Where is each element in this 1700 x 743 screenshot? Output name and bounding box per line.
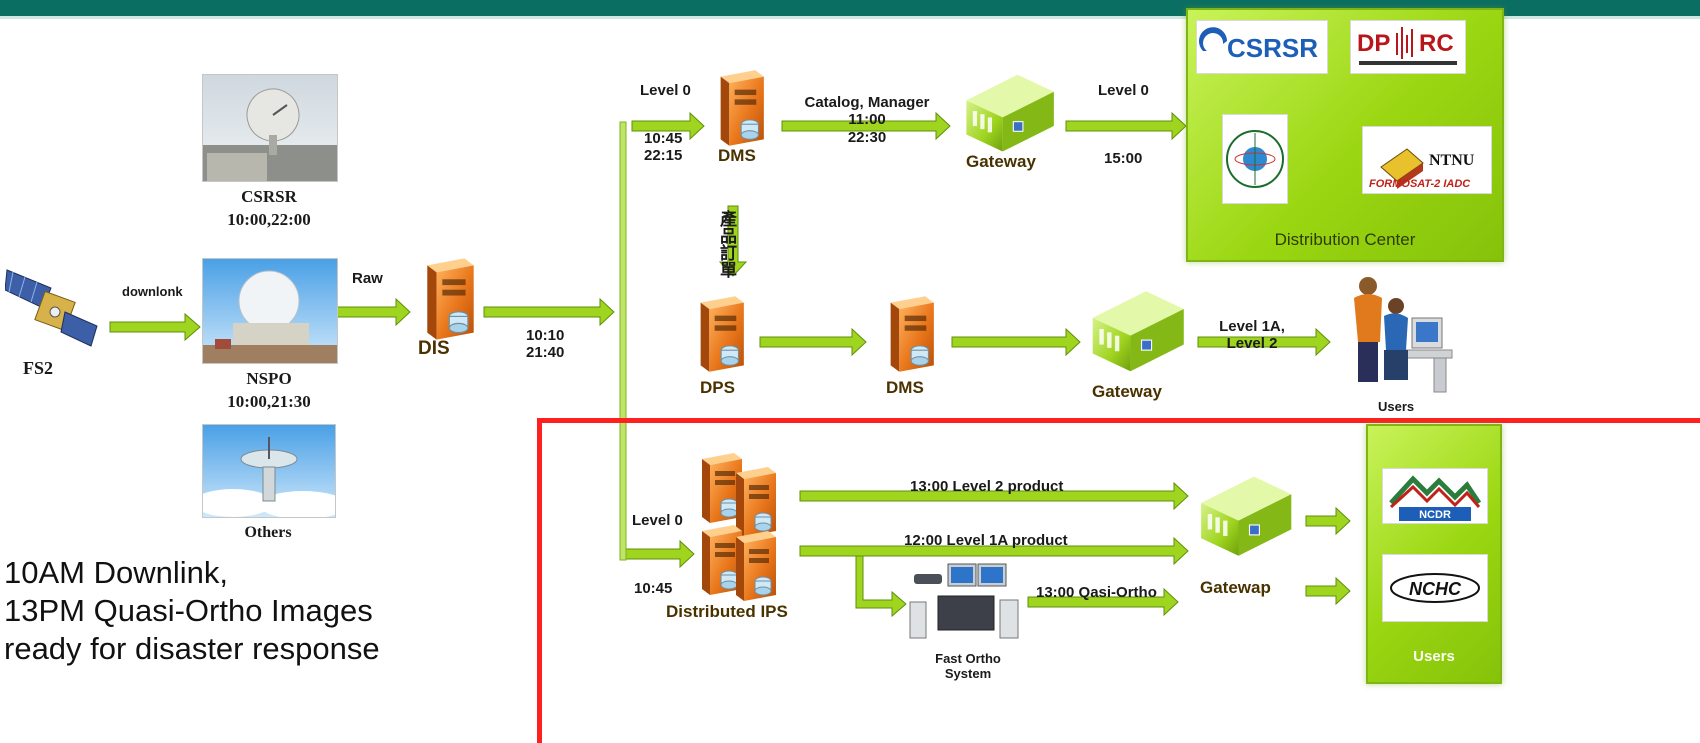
- arrow-gateway-dc: [1065, 111, 1187, 141]
- satellite-icon: [5, 269, 98, 347]
- fast-ortho-line-2: System: [944, 665, 992, 681]
- level-2-text: Level 2: [1226, 335, 1278, 353]
- lower-gateway-icon: [1200, 476, 1292, 557]
- downlink-label: downlonk: [122, 284, 183, 299]
- upper-gateway-label: Gateway: [966, 152, 1036, 171]
- dis-time-2: 21:40: [526, 344, 565, 362]
- note-line-3: ready for disaster response: [4, 631, 380, 666]
- satellite-label: FS2: [23, 358, 54, 378]
- qasi-ortho-label: 13:00 Qasi-Ortho: [1036, 584, 1157, 601]
- arrow-gateway-users: [1197, 327, 1331, 357]
- arrow-level0-dms: [631, 111, 705, 141]
- arrow-dps-dms: [759, 327, 867, 357]
- raw-label: Raw: [352, 270, 383, 287]
- lower-level0-label: Level 0: [632, 512, 683, 529]
- arrow-dms-gateway2: [951, 327, 1081, 357]
- lower-users-title: Users: [1413, 648, 1455, 665]
- upper-time-1: 10:45: [644, 130, 683, 147]
- level-1a-2-label: Level 1A, Level 2: [1198, 318, 1306, 353]
- distribution-center-box: CSRSR DP RC NTNU FORMOSAT-2 IADC Dist: [1186, 8, 1504, 262]
- upper-out-level: Level 0: [1098, 82, 1149, 99]
- dms-server-icon: [720, 70, 765, 146]
- ntnu-iadc-logo: NTNU FORMOSAT-2 IADC: [1362, 126, 1492, 194]
- note-line-2: 13PM Quasi-Ortho Images: [4, 593, 373, 628]
- dps-label: DPS: [700, 378, 735, 397]
- arrow-l2-product: [799, 481, 1189, 511]
- arrow-dis-out: [483, 297, 615, 327]
- middle-gateway-label: Gateway: [1092, 382, 1162, 401]
- csrsr-station-label: CSRSR 10:00,22:00: [202, 186, 336, 232]
- fast-ortho-system-icon: [909, 563, 1019, 639]
- arrow-fast-ortho: [855, 555, 907, 618]
- others-station-label: Others: [244, 524, 292, 541]
- catalog-label: Catalog, Manager 11:00 22:30: [792, 94, 942, 146]
- lower-users-box: NCDR NCHC Users: [1366, 424, 1502, 684]
- upper-level0-label: Level 0: [640, 82, 691, 99]
- disaster-response-frame: [537, 418, 1700, 743]
- arrow-dms-gateway: [781, 111, 951, 141]
- middle-gateway-icon: [1092, 290, 1185, 372]
- catalog-text: Catalog, Manager: [804, 94, 930, 111]
- middle-dms-server-icon: [890, 296, 935, 372]
- upper-dms-label: DMS: [718, 146, 756, 165]
- fast-ortho-label: Fast Ortho System: [916, 651, 1020, 682]
- nchc-logo-text: NCHC: [1409, 579, 1462, 599]
- arrow-qasi: [1027, 587, 1179, 617]
- others-antenna-image: [202, 424, 336, 518]
- arrow-downlink: [109, 312, 201, 342]
- order-label: 產品訂單: [717, 210, 736, 278]
- nspo-name: NSPO: [246, 369, 292, 388]
- level-1a-text: Level 1A,: [1219, 318, 1285, 335]
- upper-times: 10:45 22:15: [644, 130, 682, 165]
- nspo-station-label: NSPO 10:00,21:30: [196, 368, 342, 414]
- arrow-level0-ips: [625, 539, 695, 569]
- csrsr-antenna-image: [202, 74, 338, 182]
- iadc-logo-text: FORMOSAT-2 IADC: [1369, 178, 1471, 190]
- note-line-1: 10AM Downlink,: [4, 555, 228, 590]
- dis-times: 10:10 21:40: [526, 327, 564, 362]
- fast-ortho-line-1: Fast Ortho: [935, 651, 1001, 666]
- arrow-order: [718, 205, 748, 277]
- nchc-logo: NCHC: [1382, 554, 1488, 622]
- csrsr-times: 10:00,22:00: [227, 209, 311, 229]
- dis-time-1: 10:10: [526, 327, 565, 344]
- arrow-gw-nchc: [1305, 576, 1351, 606]
- arrow-gw-ncdr: [1305, 506, 1351, 536]
- product-l2-label: 13:00 Level 2 product: [910, 478, 1064, 495]
- middle-dms-label: DMS: [886, 378, 924, 397]
- rc-logo-text: RC: [1419, 30, 1454, 57]
- header-divider: [0, 16, 1700, 19]
- catalog-time-1: 11:00: [848, 111, 886, 129]
- dis-server-icon: [426, 258, 475, 340]
- arrow-raw: [335, 297, 411, 327]
- disaster-response-note: 10AM Downlink, 13PM Quasi-Ortho Images r…: [4, 554, 380, 668]
- dprc-logo: DP RC: [1350, 20, 1466, 74]
- users-workstation-icon: [1354, 277, 1453, 393]
- ssrc-logo: [1222, 114, 1288, 204]
- catalog-time-2: 22:30: [847, 128, 887, 146]
- upper-out-time: 15:00: [1104, 150, 1143, 167]
- csrsr-name: CSRSR: [241, 187, 297, 206]
- lower-time: 10:45: [634, 580, 673, 597]
- nspo-radome-image: [202, 258, 338, 364]
- distributed-ips-server-icon: [701, 452, 777, 602]
- vertical-bus: [619, 121, 627, 561]
- lower-gateway-label: Gatewap: [1200, 578, 1271, 597]
- ntnu-logo-text: NTNU: [1429, 152, 1475, 169]
- ncdr-logo: NCDR: [1382, 468, 1488, 524]
- upper-gateway-icon: [965, 74, 1055, 153]
- ncdr-logo-text: NCDR: [1419, 509, 1451, 521]
- dps-server-icon: [700, 296, 745, 372]
- distributed-ips-label: Distributed IPS: [666, 602, 788, 621]
- product-l1a-label: 12:00 Level 1A product: [904, 532, 1068, 549]
- middle-users-label: Users: [1378, 399, 1415, 414]
- dis-label: DIS: [418, 338, 450, 359]
- dp-logo-text: DP: [1357, 30, 1390, 57]
- csrsr-logo: CSRSR: [1196, 20, 1328, 74]
- nspo-times: 10:00,21:30: [227, 391, 311, 411]
- upper-time-2: 22:15: [644, 147, 683, 165]
- distribution-center-title: Distribution Center: [1274, 230, 1416, 249]
- csrsr-logo-text: CSRSR: [1227, 33, 1318, 63]
